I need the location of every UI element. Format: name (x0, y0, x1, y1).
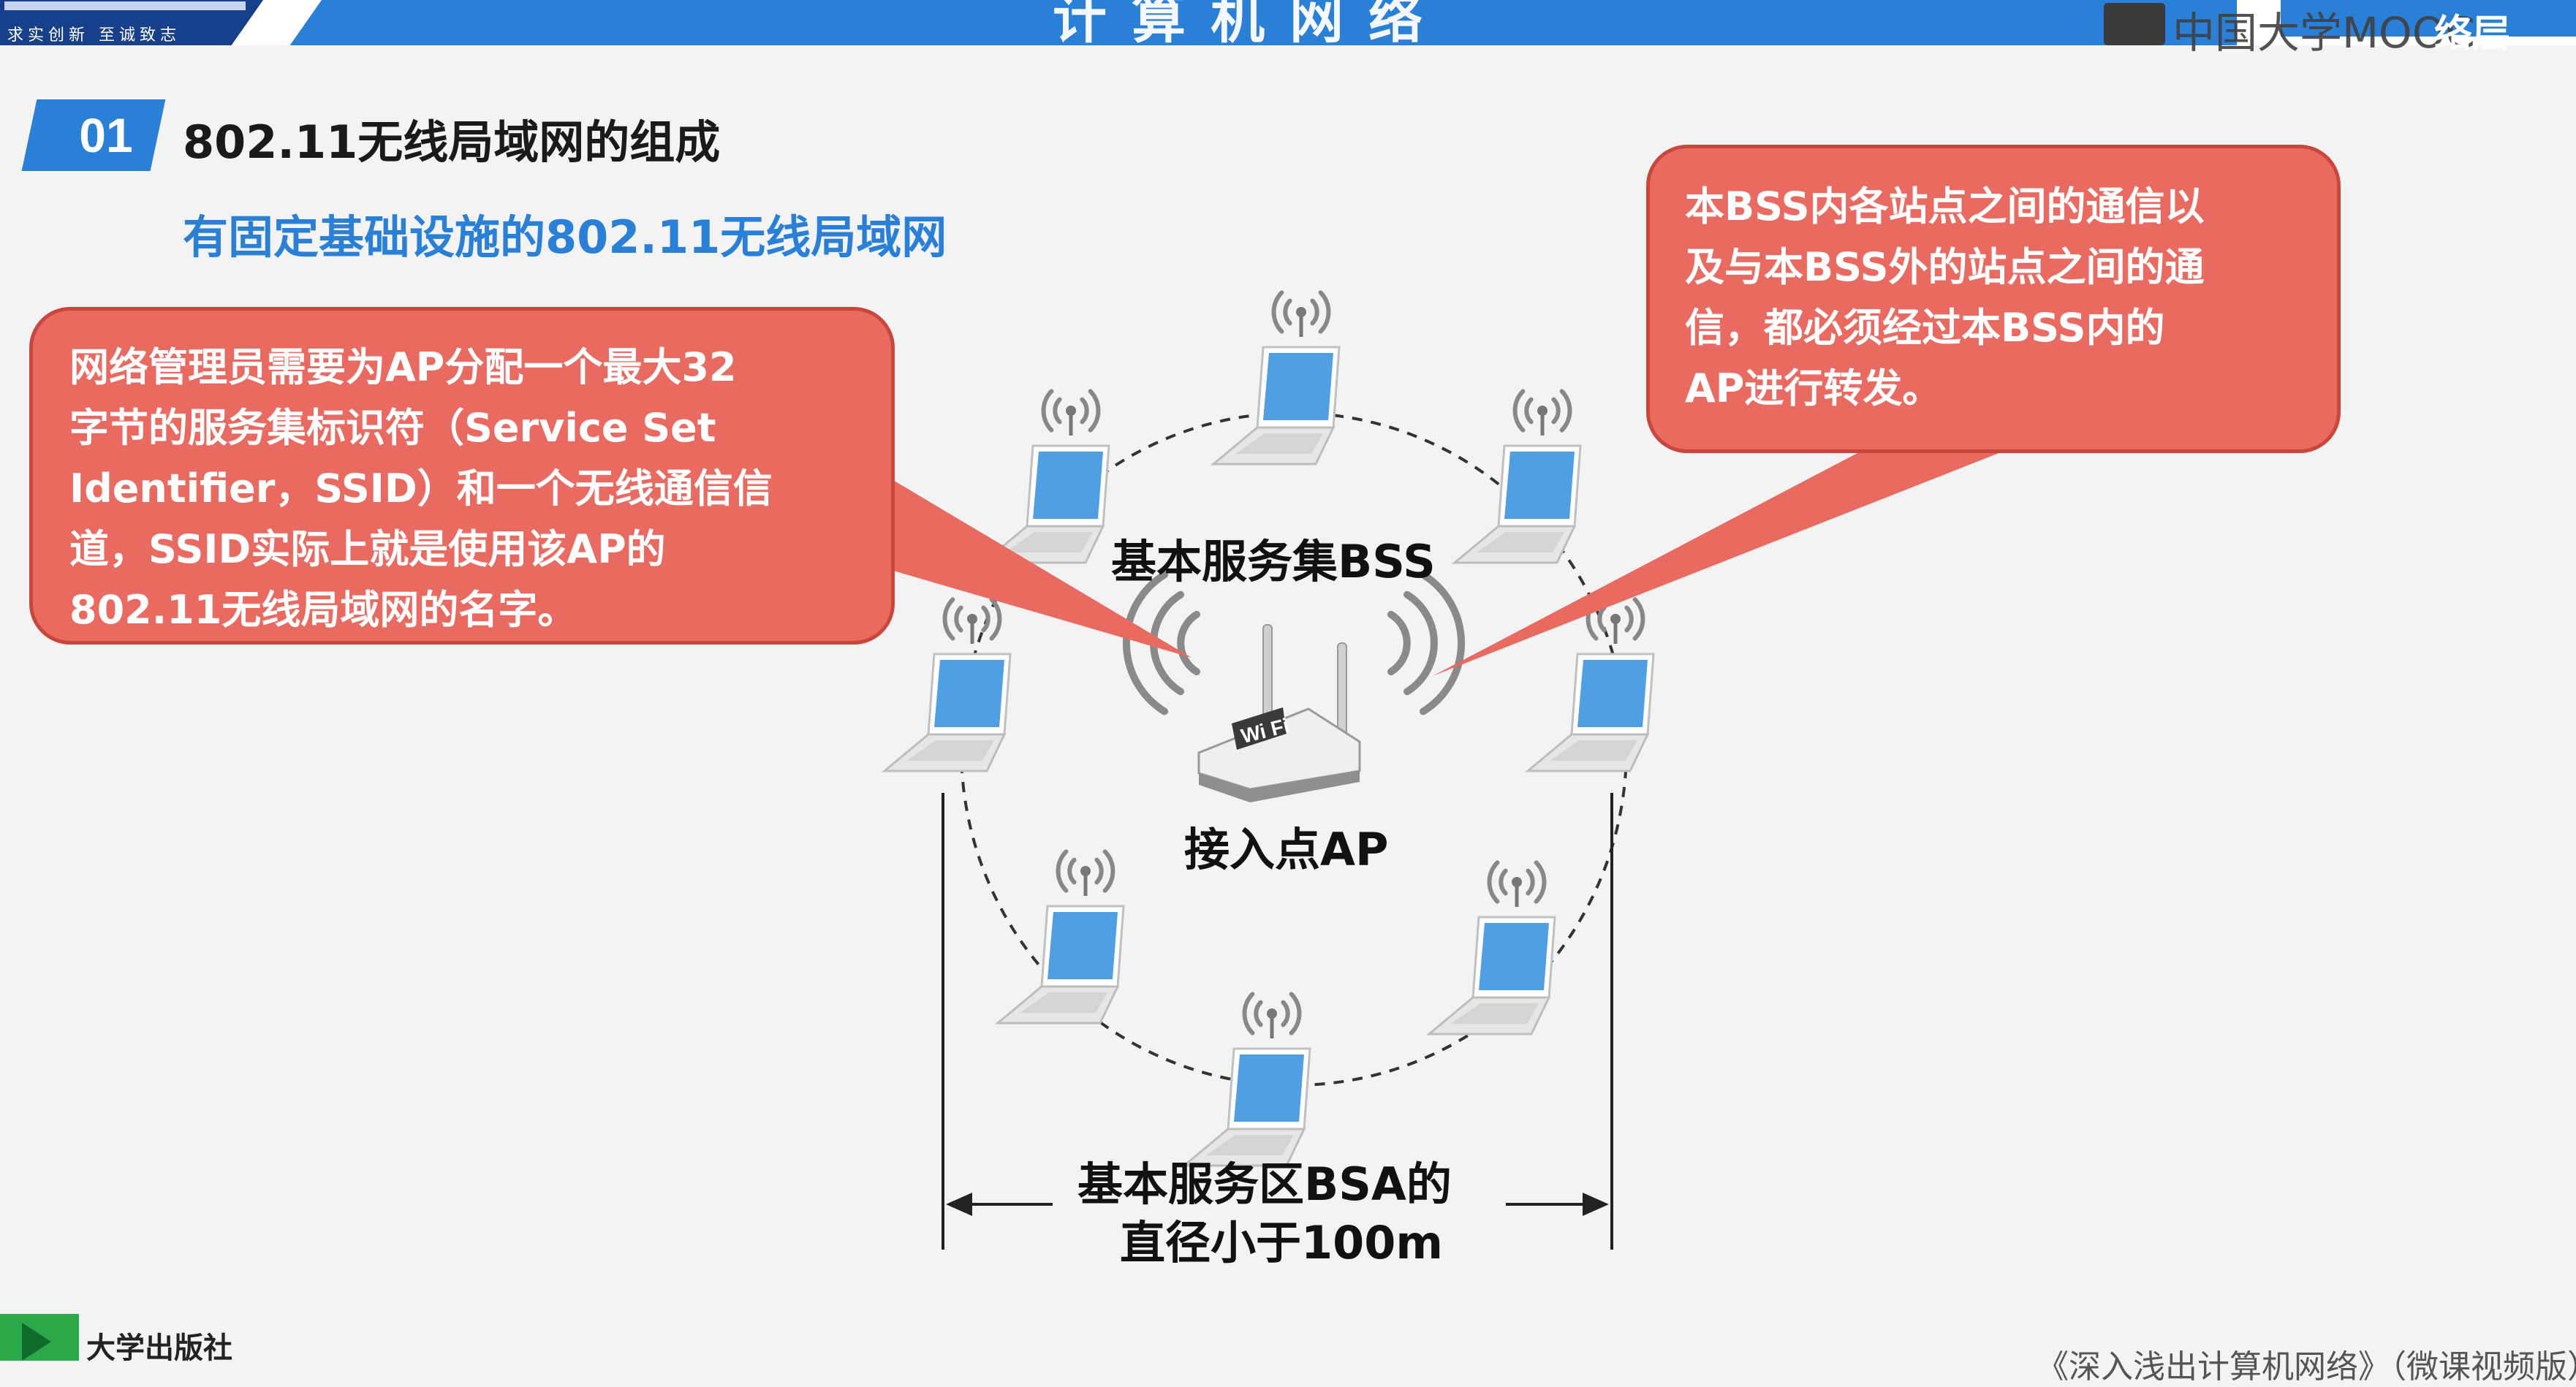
banner-motto: 求实创新 至诚致志 (7, 26, 181, 45)
laptop-icon (994, 849, 1125, 1025)
wireless-signal-icon (942, 597, 1002, 644)
wireless-signal-icon (1487, 860, 1547, 907)
laptop-icon (1451, 389, 1582, 564)
book-title: 《深入浅出计算机网络》（微课视频版） (2037, 1348, 2576, 1386)
university-logo: 求实创新 至诚致志 (0, 0, 274, 45)
wireless-signal-icon (1512, 389, 1572, 436)
ap-label: 接入点AP (1184, 823, 1389, 876)
banner-right-bar (2281, 0, 2576, 37)
mooc-logo-icon (2104, 3, 2165, 45)
banner-title: 计算机网络 (1053, 0, 1447, 50)
laptop-icon (1210, 290, 1341, 466)
callout-right-pointer (1433, 446, 2018, 676)
chapter-label: 络层 (2434, 12, 2511, 56)
callout-ssid-line: Identifier，SSID）和一个无线通信信 (69, 466, 773, 512)
callout-ssid-line: 道，SSID实际上就是使用该AP的 (69, 526, 666, 572)
wireless-signal-icon (1242, 992, 1302, 1038)
section-subtitle: 有固定基础设施的802.11无线局域网 (183, 210, 947, 264)
callout-forwarding-line: AP进行转发。 (1685, 365, 1942, 411)
bsa-label-line2: 直径小于100m (1120, 1216, 1444, 1269)
laptop-icon (1181, 992, 1311, 1167)
callout-forwarding-line: 及与本BSS外的站点之间的通 (1685, 244, 2205, 290)
watermark: 中国大学MOOC (2172, 8, 2475, 58)
wifi-router-icon: Wi Fi (1122, 571, 1466, 802)
callout-forwarding-line: 信，都必须经过本BSS内的 (1685, 305, 2165, 351)
laptop-icon (1524, 597, 1655, 772)
callout-ssid: 网络管理员需要为AP分配一个最大32 字节的服务集标识符（Service Set… (29, 307, 895, 645)
wireless-signal-icon (1586, 597, 1645, 644)
section-number: 01 (79, 108, 133, 162)
logo-text-strip (4, 1, 246, 10)
wireless-signal-icon (1041, 389, 1101, 436)
callout-ssid-line: 802.11无线局域网的名字。 (69, 587, 577, 633)
bsa-arrowhead-right (1583, 1193, 1609, 1216)
bsa-arrowhead-left (946, 1193, 972, 1216)
wireless-signal-icon (1271, 290, 1331, 337)
callout-ssid-line: 字节的服务集标识符（Service Set (69, 405, 716, 451)
section-title: 802.11无线局域网的组成 (183, 115, 721, 169)
bsa-label-line1: 基本服务区BSA的 (1077, 1158, 1452, 1211)
publisher-logo: 大学出版社 (86, 1331, 232, 1365)
bss-label: 基本服务集BSS (1111, 535, 1436, 588)
play-icon[interactable] (22, 1323, 51, 1361)
callout-left-pointer (841, 475, 1192, 658)
callout-forwarding: 本BSS内各站点之间的通信以 及与本BSS外的站点之间的通 信，都必须经过本BS… (1646, 145, 2341, 453)
wireless-signal-icon (1056, 849, 1115, 896)
callout-forwarding-line: 本BSS内各站点之间的通信以 (1685, 183, 2205, 229)
laptop-icon (881, 597, 1012, 772)
laptop-icon (1425, 860, 1556, 1036)
callout-ssid-line: 网络管理员需要为AP分配一个最大32 (69, 344, 737, 390)
